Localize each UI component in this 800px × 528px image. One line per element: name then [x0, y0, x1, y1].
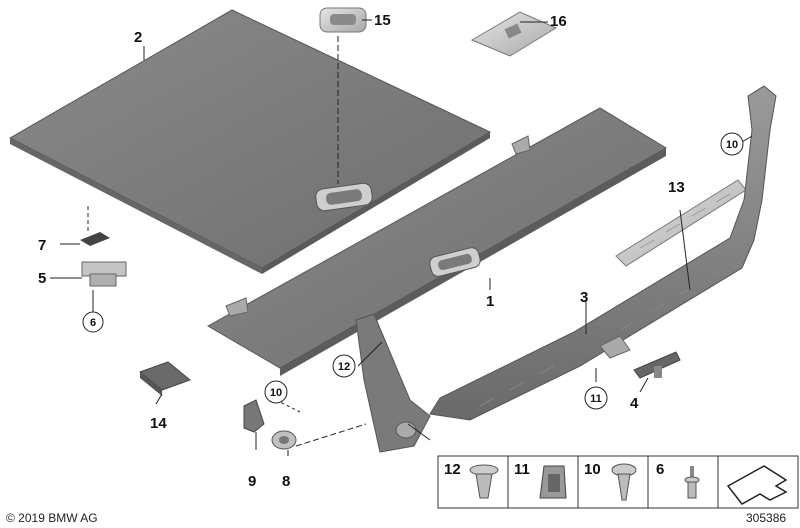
- callout-5: 5: [38, 270, 46, 287]
- callout-labels: 2 15 16 7 5 1 13 3 4 14 9 8 6 10 10 11 1…: [38, 12, 744, 490]
- callout-9: 9: [248, 473, 256, 490]
- legend-item-10: 10: [584, 461, 637, 501]
- callout-1: 1: [486, 293, 494, 310]
- svg-text:6: 6: [656, 461, 664, 478]
- svg-text:10: 10: [584, 461, 601, 478]
- handle-insert-part: [319, 7, 367, 33]
- bracket-arrow-icon: [726, 465, 788, 505]
- spring-clip-icon: [539, 465, 567, 499]
- push-clip-icon: [469, 464, 499, 499]
- callout-13: 13: [668, 179, 685, 196]
- callout-7: 7: [38, 237, 46, 254]
- callout-3: 3: [580, 289, 588, 306]
- callout-6: 6: [90, 317, 96, 329]
- cover-cap-part: [470, 11, 558, 57]
- callout-4: 4: [630, 395, 639, 412]
- copyright-text: © 2019 BMW AG: [6, 511, 98, 525]
- hinge-bracket-part: [81, 261, 127, 287]
- callout-16: 16: [550, 13, 567, 30]
- legend-item-bracket: [726, 465, 788, 505]
- grommet-part: [271, 430, 297, 450]
- side-column-trim-part: [355, 313, 431, 453]
- legend-item-11: 11: [514, 461, 567, 499]
- callout-14: 14: [150, 415, 167, 432]
- felt-pad-part: [138, 361, 192, 396]
- clip-bracket-part: [633, 351, 681, 379]
- callout-10-top: 10: [726, 139, 738, 151]
- legend-item-12: 12: [444, 461, 499, 499]
- loading-sill-cover-part: [615, 179, 747, 267]
- callout-10-bottom: 10: [270, 387, 282, 399]
- legend-item-6: 6: [656, 461, 700, 499]
- sill-trim-part: [429, 85, 777, 421]
- callout-2: 2: [134, 29, 142, 46]
- floor-panel-part: [8, 9, 492, 274]
- clip-holder-part: [243, 399, 265, 433]
- screw-icon: [611, 463, 637, 501]
- svg-text:11: 11: [514, 461, 530, 478]
- callout-12: 12: [338, 361, 350, 373]
- callout-15: 15: [374, 12, 391, 29]
- pad-part: [80, 232, 110, 246]
- diagram-id: 305386: [746, 511, 786, 525]
- callout-8: 8: [282, 473, 290, 490]
- callout-11: 11: [590, 393, 602, 405]
- fastener-legend: 12 11 10 6: [437, 455, 799, 509]
- blind-rivet-icon: [684, 466, 700, 499]
- svg-text:12: 12: [444, 461, 461, 478]
